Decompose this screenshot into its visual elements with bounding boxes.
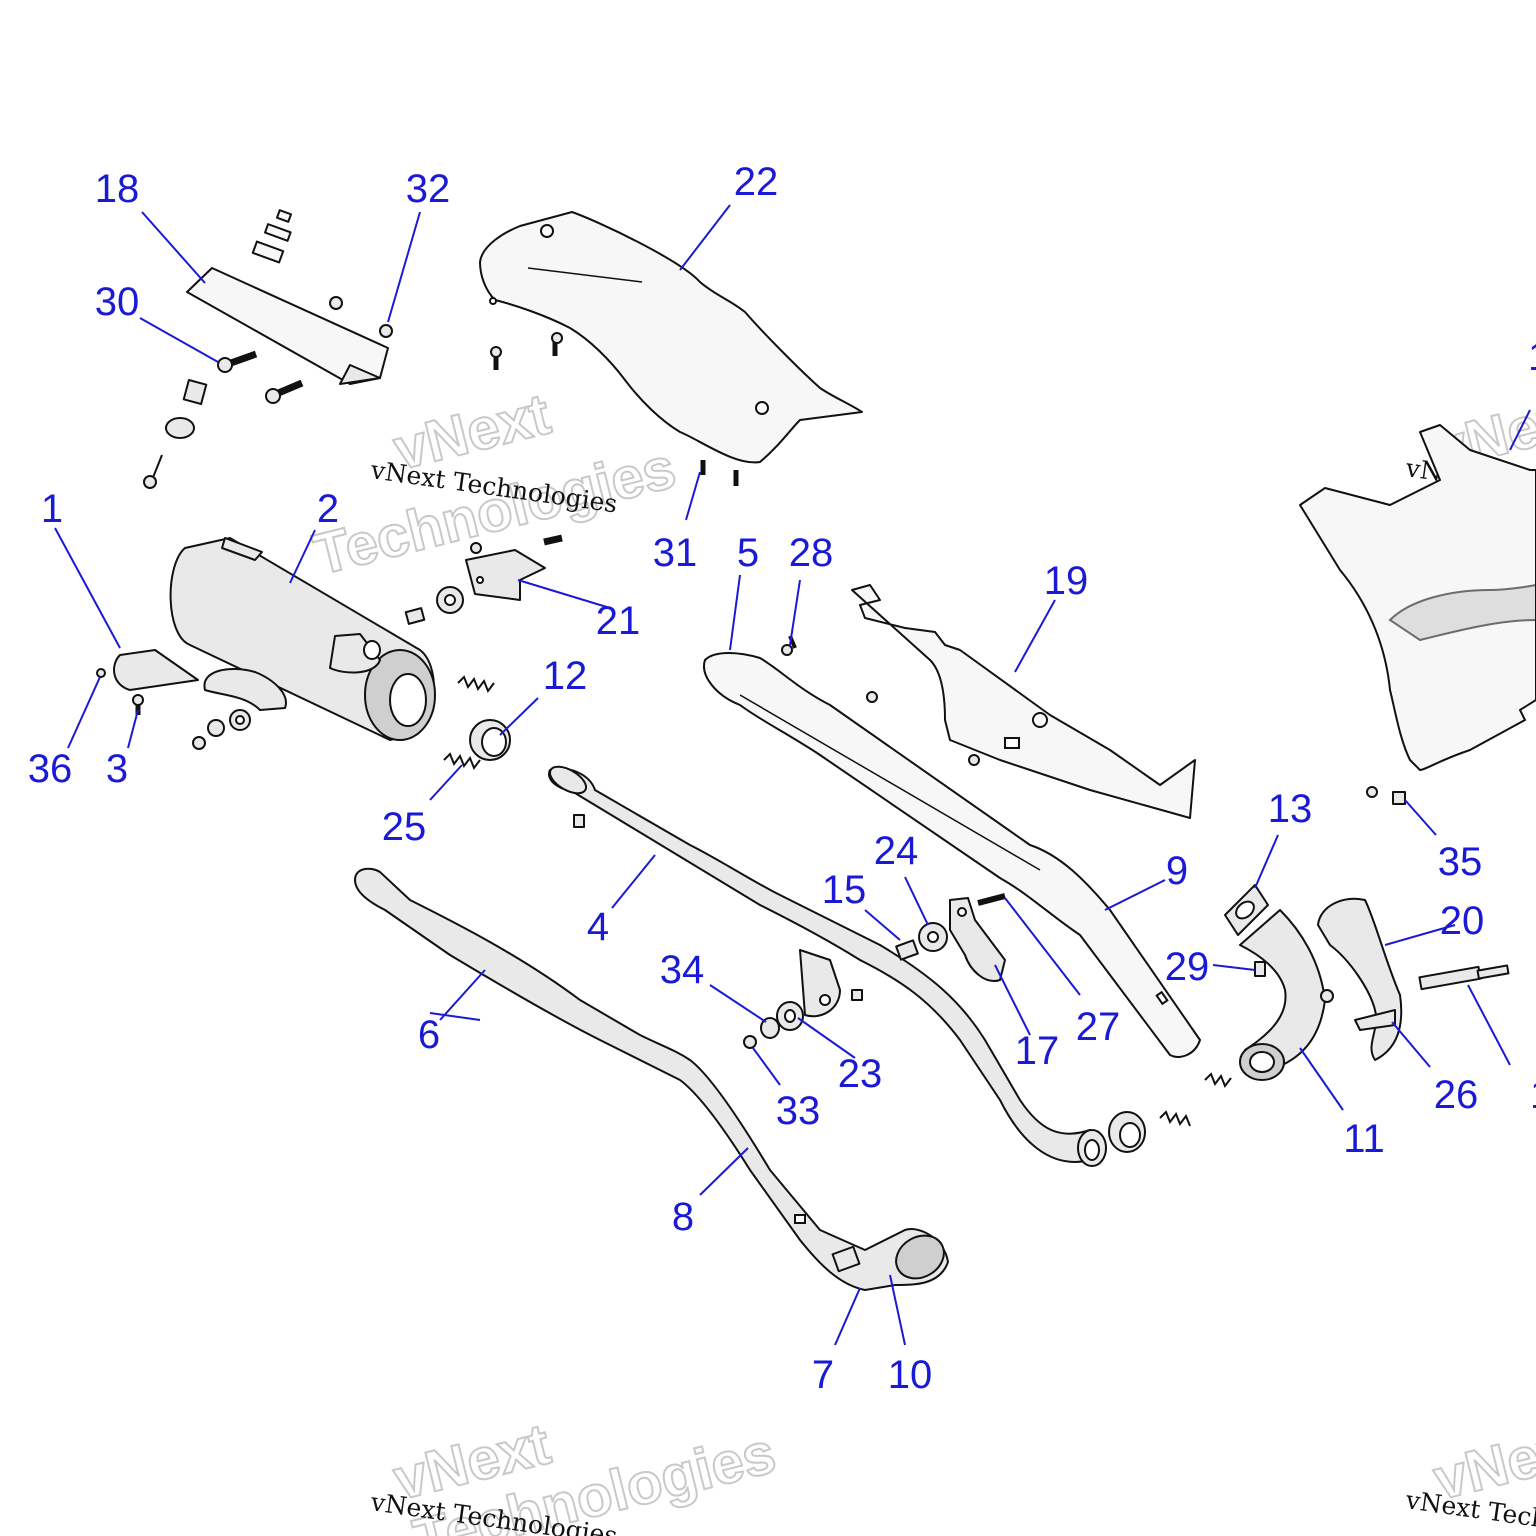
part-18-heat-shield (186, 267, 389, 385)
callout-15: 15 (822, 868, 867, 912)
part-13-11-manifold (1108, 884, 1334, 1153)
callout-9: 9 (1166, 849, 1188, 893)
part-6-8-7-pipe (354, 867, 949, 1291)
part-12-gasket (469, 719, 511, 761)
callout-28: 28 (789, 531, 834, 575)
callout-36: 36 (28, 747, 73, 791)
callout-18: 18 (95, 167, 140, 211)
callout-25: 25 (382, 805, 427, 849)
callout-19: 19 (1044, 559, 1089, 603)
callout-23: 23 (838, 1052, 883, 1096)
part-15-24-17-27-hardware (895, 893, 1006, 982)
callout-33: 33 (776, 1089, 821, 1133)
callout-6: 6 (418, 1013, 440, 1057)
callout-11: 11 (1343, 1117, 1385, 1161)
watermark-bottom-right: vNext vNext Technologies (1403, 1410, 1536, 1536)
callout-24: 24 (874, 829, 919, 873)
callout-17: 17 (1015, 1029, 1060, 1073)
callout-14: 14 (1530, 1073, 1536, 1117)
part-14-sensor (1418, 964, 1510, 991)
callout-1: 1 (41, 487, 63, 531)
callout-13: 13 (1268, 787, 1313, 831)
callout-29: 29 (1165, 945, 1210, 989)
callout-34: 34 (660, 948, 705, 992)
part-right-heat-shield (1299, 424, 1536, 805)
callout-22: 22 (734, 160, 779, 204)
callout-35: 35 (1438, 840, 1483, 884)
callout-30: 30 (95, 280, 140, 324)
callout-labels: 18 32 30 22 1 2 21 5 28 19 31 12 36 3 25… (28, 160, 1536, 1397)
callout-32: 32 (406, 167, 451, 211)
callout-2: 2 (317, 487, 339, 531)
part-2-muffler (169, 537, 436, 750)
part-4-head-pipe (548, 765, 1107, 1167)
callout-7: 7 (812, 1353, 834, 1397)
part-hardware-stack-18 (143, 209, 393, 489)
callout-31: 31 (653, 531, 698, 575)
callout-1-right: 1 (1528, 335, 1536, 379)
part-19-heat-shield (851, 584, 1196, 819)
watermark-bottom-left: vNext Technologies vNext Technologies (368, 1410, 783, 1536)
leader-lines (54, 204, 1531, 1346)
callout-10: 10 (888, 1353, 933, 1397)
part-5-9-heat-shield (703, 635, 1201, 1058)
callout-3: 3 (106, 747, 128, 791)
callout-12: 12 (543, 654, 588, 698)
part-34-23-33-washers (743, 1001, 804, 1049)
callout-4: 4 (587, 905, 609, 949)
part-30-bolts (217, 350, 304, 404)
part-22-heat-shield (479, 211, 863, 486)
callout-20: 20 (1440, 899, 1485, 943)
callout-8: 8 (672, 1195, 694, 1239)
part-25-springs (443, 675, 495, 771)
part-20-26-shield (1317, 897, 1403, 1061)
callout-21: 21 (596, 599, 641, 643)
callout-5: 5 (737, 531, 759, 575)
callout-27: 27 (1076, 1005, 1121, 1049)
part-1-tip (96, 649, 199, 715)
callout-26: 26 (1434, 1073, 1479, 1117)
